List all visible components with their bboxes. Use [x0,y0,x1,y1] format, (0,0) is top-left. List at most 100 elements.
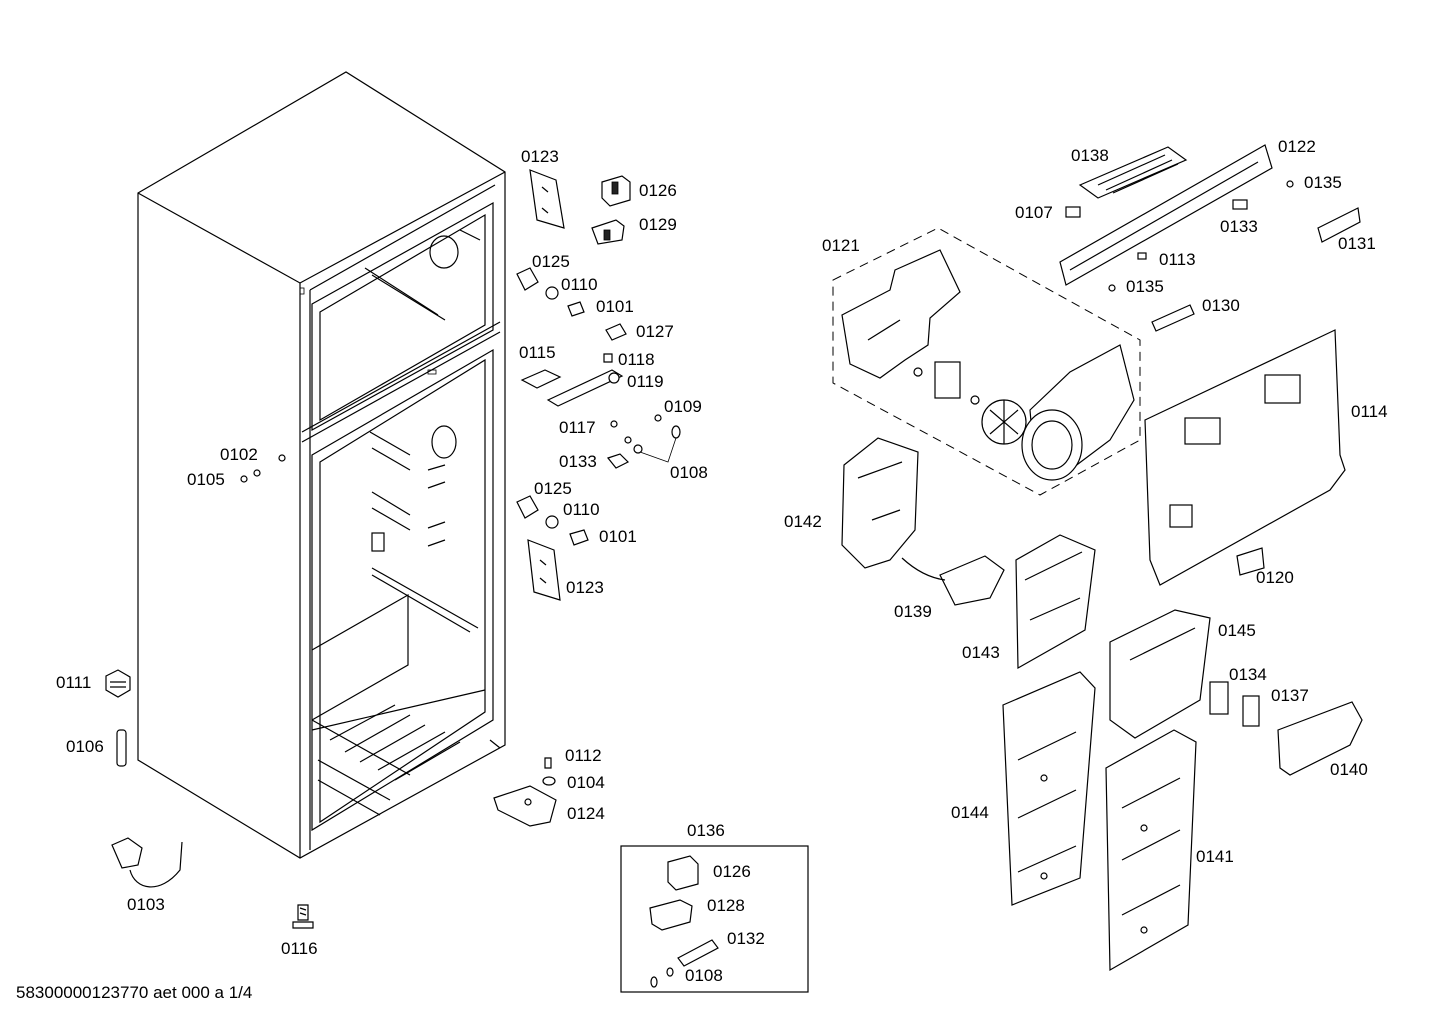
label-0126-kit: 0126 [713,862,751,881]
part-0121-fan-housing [832,227,1141,496]
label-0103: 0103 [127,895,165,914]
label-0119: 0119 [627,372,664,391]
label-0104: 0104 [567,773,605,792]
part-0101-screw-bottom [569,529,589,546]
label-0105: 0105 [187,470,225,489]
part-0131-bracket [1317,207,1361,243]
part-0133-clip-left [606,453,630,469]
part-0142-duct [841,437,919,569]
label-0134: 0134 [1229,665,1267,684]
label-0116: 0116 [281,939,318,958]
label-0102: 0102 [220,445,258,464]
part-0101-screw-top [567,301,585,317]
label-0135-top: 0135 [1304,173,1342,192]
label-0128: 0128 [707,896,745,915]
label-0121: 0121 [822,236,860,255]
label-0107: 0107 [1015,203,1053,222]
label-0118: 0118 [618,350,655,369]
label-0140: 0140 [1330,760,1368,779]
part-0133-clip-right [1232,199,1248,210]
label-0125-top: 0125 [532,252,570,271]
label-0106: 0106 [66,737,104,756]
label-0136: 0136 [687,821,725,840]
part-0124-bottom-hinge [493,785,557,827]
part-0125-bushing-top [516,267,539,291]
part-0117-screw [610,420,618,428]
label-0122: 0122 [1278,137,1316,156]
label-0110-bottom: 0110 [563,500,600,519]
label-0145: 0145 [1218,621,1256,640]
label-0144: 0144 [951,803,989,822]
label-0108-kit: 0108 [685,966,723,985]
part-0134-part [1209,681,1229,715]
label-0114: 0114 [1351,402,1388,421]
part-0108-washers [624,425,681,463]
label-0138: 0138 [1071,146,1109,165]
part-0120-clip [1236,547,1265,576]
part-0111-bracket [105,669,131,698]
label-0109: 0109 [664,397,702,416]
part-0144-channel [1002,671,1096,906]
refrigerator-cabinet [137,71,506,859]
part-0126-hinge-top [601,175,631,207]
part-0123-cover-bottom [527,539,561,601]
part-0110-washer-top [545,286,559,300]
label-0125-bottom: 0125 [534,479,572,498]
label-0101-top: 0101 [596,297,634,316]
label-0143: 0143 [962,643,1000,662]
part-labels: 0123 0126 0129 0125 0110 0101 0127 0115 … [56,137,1388,985]
part-0104-washer [542,776,556,786]
label-0124: 0124 [567,804,605,823]
label-0110-top: 0110 [561,275,598,294]
part-0139-thermostat [901,555,1005,606]
document-id: 58300000123770 aet 000 a 1/4 [16,983,252,1002]
part-0116-foot-screw [292,904,314,929]
kit-0136-box [620,845,809,993]
label-0112: 0112 [565,746,602,765]
label-0108-top: 0108 [670,463,708,482]
label-0113: 0113 [1159,250,1196,269]
label-0127: 0127 [636,322,674,341]
part-0114-back-panel [1144,329,1346,586]
label-0139: 0139 [894,602,932,621]
part-0110-washer-bottom [545,515,559,529]
label-0129: 0129 [639,215,677,234]
label-0115: 0115 [519,343,556,362]
label-0132: 0132 [727,929,765,948]
label-0123-bottom: 0123 [566,578,604,597]
part-0129-hinge [591,219,625,245]
label-0117: 0117 [559,418,596,437]
label-0131: 0131 [1338,234,1376,253]
part-0123-cover-top [529,169,565,229]
part-0137-switch [1242,695,1260,727]
label-0133-right: 0133 [1220,217,1258,236]
label-0126-top: 0126 [639,181,677,200]
part-0138-grille [1078,146,1188,199]
part-0118-screw [603,353,613,363]
label-0130: 0130 [1202,296,1240,315]
part-0115-0119-hinge-arm [520,369,624,407]
part-0143-shroud [1015,534,1096,670]
label-0111: 0111 [56,673,91,692]
label-0120: 0120 [1256,568,1294,587]
part-0112-screw [544,757,552,769]
label-0137: 0137 [1271,686,1309,705]
part-0122-control-panel [1059,144,1273,286]
part-0140-cover [1277,701,1363,776]
part-0113-clip [1137,252,1147,260]
part-0103-power-cord [111,837,183,888]
part-0107-knob [1065,206,1081,218]
part-0135-screws [1108,180,1294,292]
label-0123-top: 0123 [521,147,559,166]
label-0133-left: 0133 [559,452,597,471]
part-0109-screw [654,414,662,422]
part-0105-0102-screws [240,469,261,483]
part-0141-channel [1105,729,1197,972]
label-0141: 0141 [1196,847,1234,866]
part-0145-lamp-cover [1109,609,1211,739]
part-0130-strip [1151,304,1195,332]
part-0125-bushing-bottom [516,495,539,519]
label-0135-bottom: 0135 [1126,277,1164,296]
label-0142: 0142 [784,512,822,531]
